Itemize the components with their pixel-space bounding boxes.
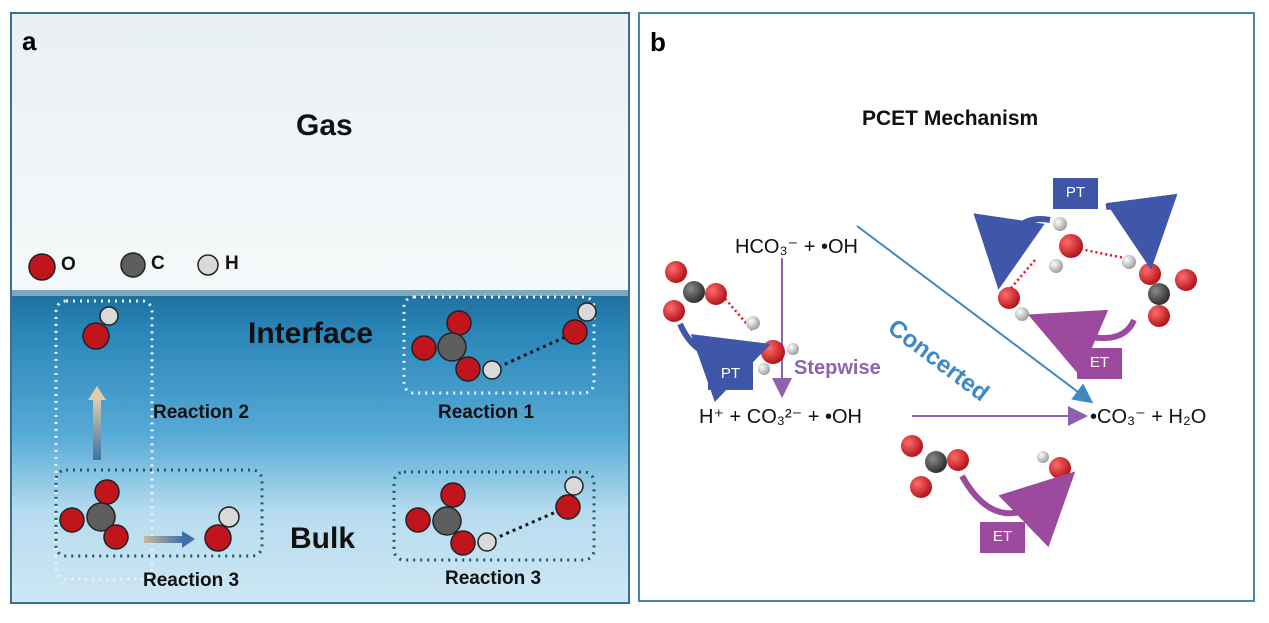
left-molecule-icon	[663, 261, 799, 375]
legend-hydrogen-icon	[197, 254, 219, 276]
legend-oxygen-icon	[28, 253, 56, 281]
diagram-title: PCET Mechanism	[862, 107, 1039, 130]
reaction-3-right-label: Reaction 3	[445, 568, 542, 589]
panel-a-scene	[12, 14, 628, 602]
pt-top-left-arrow-icon	[973, 213, 1051, 290]
reaction-3-right-molecule	[405, 476, 584, 556]
panel-b-scene	[663, 178, 1197, 553]
surface-line	[12, 290, 628, 296]
et-bottom-badge-label: ET	[992, 528, 1013, 545]
reaction-1-molecule	[411, 302, 597, 382]
panel-a: a Gas Interface Bulk O C H Reaction 2 Re…	[10, 12, 630, 604]
pt-top-right-arrow-icon	[1105, 193, 1178, 270]
et-right-badge-label: ET	[1089, 354, 1110, 371]
top-right-molecule-icon	[998, 217, 1197, 327]
gas-label: Gas	[296, 109, 353, 142]
reaction-3-left-label: Reaction 3	[143, 570, 240, 591]
legend-carbon-icon	[120, 252, 146, 278]
pt-left-arrow-icon	[677, 322, 771, 402]
bottom-molecule-icon	[901, 435, 1071, 498]
right-arrow-icon	[144, 536, 184, 543]
legend-oxygen-label: O	[61, 254, 76, 275]
water-region	[12, 294, 628, 602]
et-right-badge	[1077, 348, 1122, 379]
pt-left-badge	[708, 359, 753, 390]
gas-region	[12, 14, 628, 294]
reaction-2-molecule	[82, 306, 119, 350]
reaction-1-label: Reaction 1	[438, 402, 535, 423]
reaction-1-frame	[402, 295, 596, 395]
pt-top-badge	[1053, 178, 1098, 209]
panel-b: b PCET Mechanism HCO₃⁻ + •OH H⁺ + CO₃²⁻ …	[638, 12, 1255, 602]
bulk-label: Bulk	[290, 522, 356, 555]
reaction-3-left-molecule	[59, 479, 240, 552]
reaction-2-label: Reaction 2	[153, 402, 250, 423]
reaction-3-left-frame	[54, 468, 264, 558]
panel-b-letter: b	[650, 27, 666, 57]
interface-label: Interface	[248, 317, 374, 350]
et-bottom-badge	[980, 522, 1025, 553]
et-right-arrow-icon	[1027, 309, 1137, 376]
pt-top-badge-label: PT	[1065, 184, 1086, 201]
et-bottom-arrow-icon	[959, 471, 1076, 548]
stepwise-label: Stepwise	[794, 357, 881, 379]
product-formula: •CO₃⁻ + H₂O	[1090, 406, 1207, 428]
pt-left-badge-label: PT	[720, 365, 741, 382]
intermediate-formula: H⁺ + CO₃²⁻ + •OH	[699, 406, 862, 428]
legend-hydrogen-label: H	[225, 253, 239, 274]
reactant-formula: HCO₃⁻ + •OH	[735, 236, 858, 258]
panel-a-letter: a	[22, 26, 37, 56]
up-arrow-icon	[93, 398, 101, 460]
legend-carbon-label: C	[151, 253, 165, 274]
